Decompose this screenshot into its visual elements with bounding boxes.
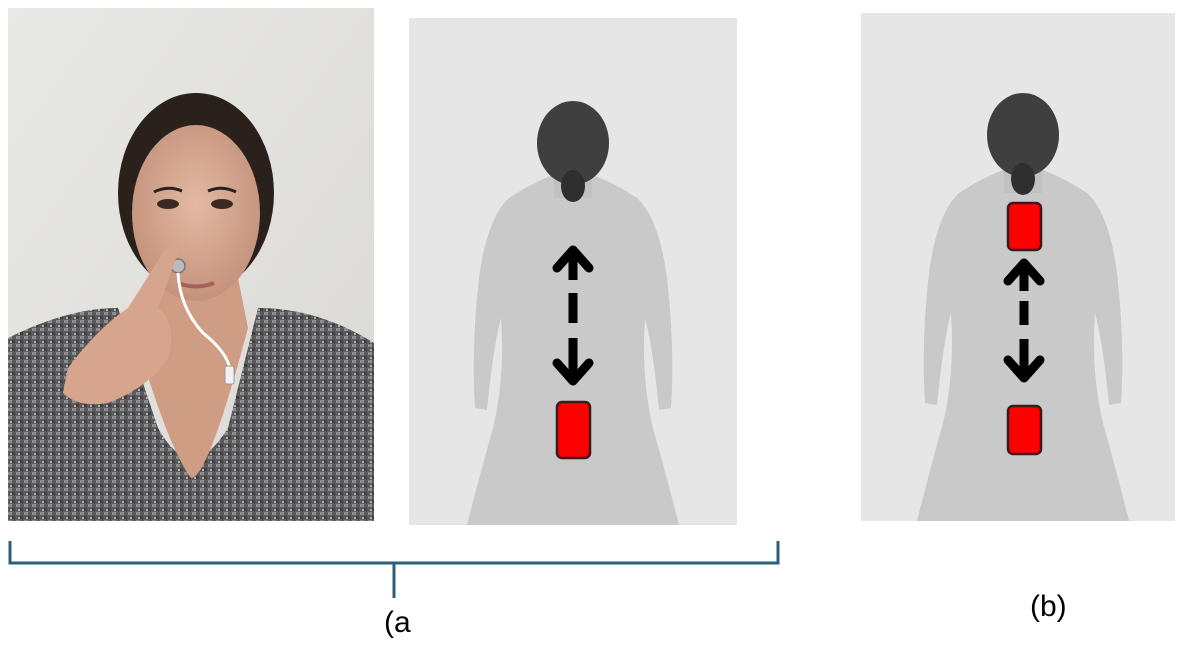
electrode-lumbar: [557, 402, 590, 458]
back-photo-illustration-b: [861, 13, 1175, 521]
photo-back-two-electrodes: [861, 13, 1175, 521]
electrode-cervical: [1008, 203, 1041, 250]
panel-label-b: (b): [1030, 592, 1067, 622]
panel-label-a: (a: [384, 608, 411, 638]
photo-face-nasal-electrode: [8, 8, 374, 521]
face-photo-illustration: [8, 8, 374, 521]
back-photo-illustration-a: [409, 18, 737, 525]
photo-back-single-electrode: [409, 18, 737, 525]
electrode-lumbar: [1008, 406, 1041, 454]
